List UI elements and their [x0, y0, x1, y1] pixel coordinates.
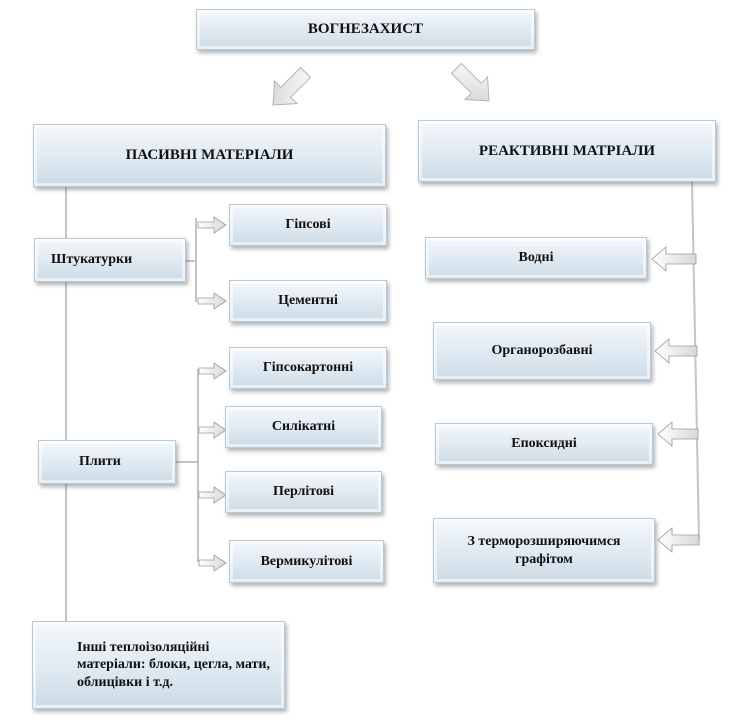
plaster-arrows [197, 216, 227, 310]
arrow-to-silicate [198, 421, 227, 439]
passive-title: ПАСИВНІ МАТЕРІАЛИ [33, 124, 386, 187]
board-arrows [198, 362, 227, 572]
arrow-to-reactive [450, 62, 490, 102]
arrow-to-gypsum [197, 216, 227, 234]
arrow-to-water [651, 246, 697, 272]
plasters-node: Штукатурки [34, 238, 186, 282]
silicate-node: Силікатні [225, 406, 382, 448]
drywall-node: Гіпсокартонні [229, 347, 387, 389]
arrow-to-perlite [198, 486, 227, 504]
arrow-to-epoxy [657, 421, 699, 447]
boards-node: Плити [38, 440, 176, 484]
reactive-arrows [651, 246, 700, 553]
arrow-to-organic [654, 338, 698, 364]
reactive-connectors [691, 181, 700, 541]
water-node: Водні [425, 237, 647, 279]
perlite-node: Перлітові [225, 471, 382, 513]
other-materials-node: Інші теплоізоляційні матеріали: блоки, ц… [32, 621, 285, 709]
arrow-to-graphite [657, 527, 700, 553]
gypsum-node: Гіпсові [229, 204, 387, 246]
arrow-to-drywall [198, 362, 227, 380]
organic-node: Органорозбавні [433, 322, 651, 380]
arrow-to-cement [197, 292, 227, 310]
vermiculite-node: Вермикулітові [229, 540, 384, 583]
reactive-title: РЕАКТИВНІ МАТРІАЛИ [418, 120, 716, 182]
cement-node: Цементні [229, 280, 387, 322]
epoxy-node: Епоксидні [435, 423, 653, 465]
arrow-to-vermiculite [198, 554, 227, 572]
graphite-node: З терморозширяючимся графітом [433, 518, 655, 583]
arrow-to-passive [272, 66, 312, 106]
root-node: ВОГНЕЗАХИСТ [196, 9, 535, 50]
